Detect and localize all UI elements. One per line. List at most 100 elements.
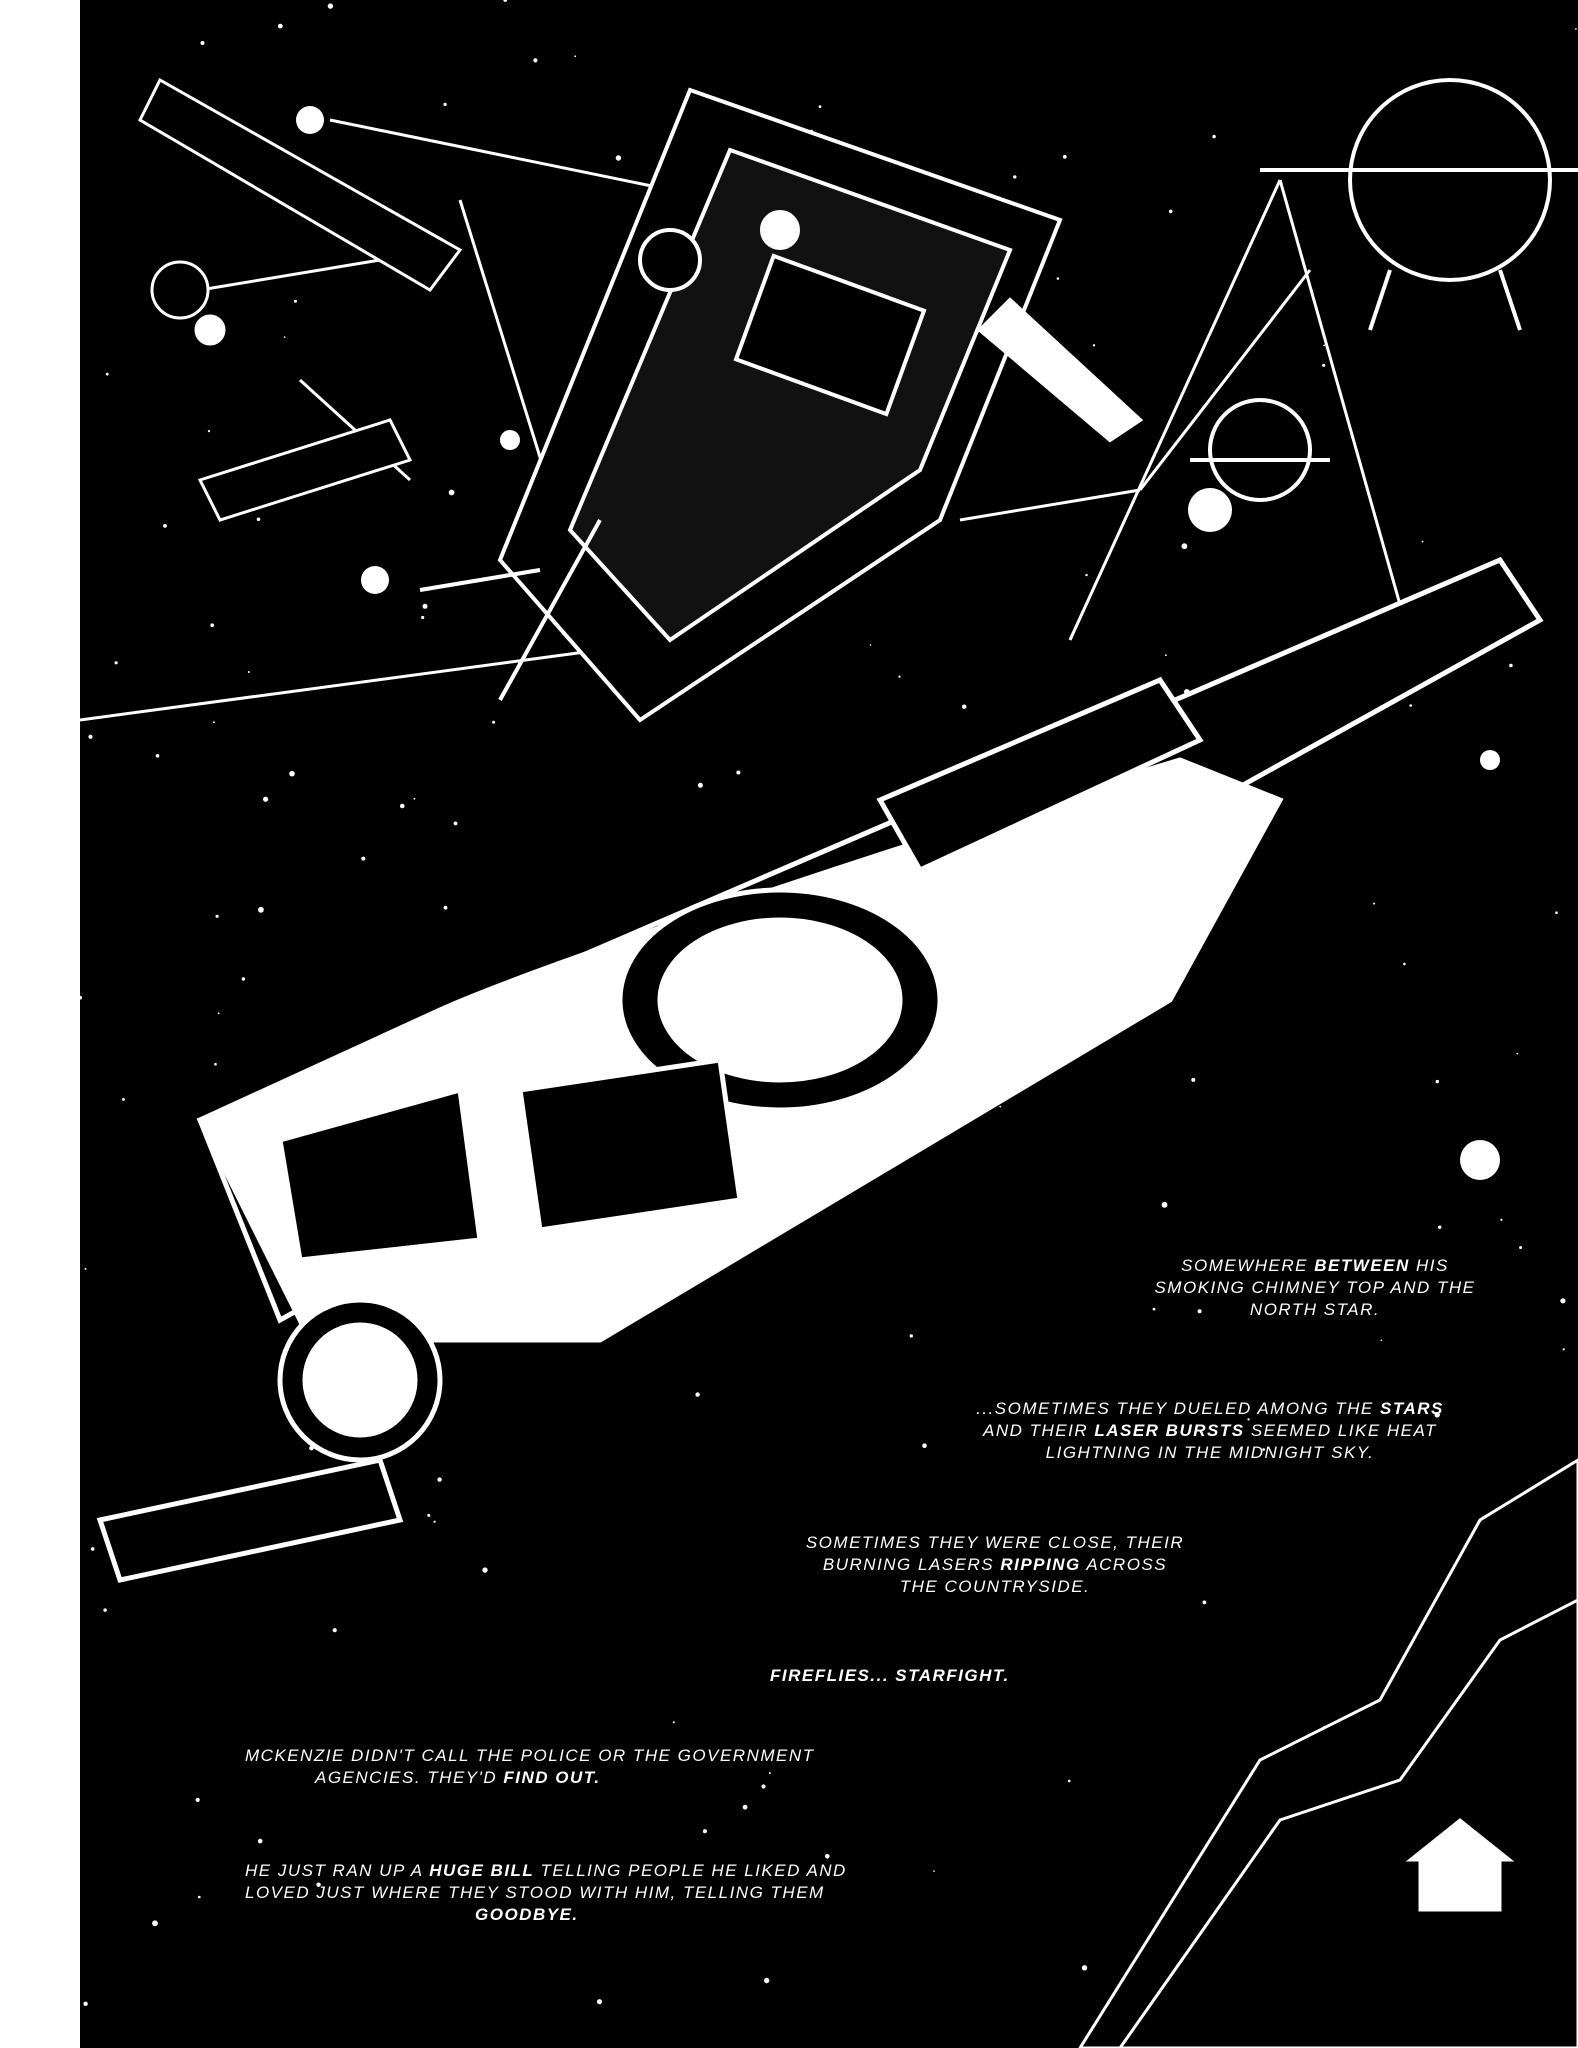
star-dot (1409, 704, 1412, 707)
caption-huge-bill: HE JUST RAN UP A HUGE BILL TELLING PEOPL… (245, 1860, 1005, 1926)
caption-line: SOMEWHERE BETWEEN HIS (1181, 1256, 1449, 1275)
round-pod-top-right (1260, 78, 1578, 331)
star-dot (1212, 134, 1216, 139)
caption-line: HE JUST RAN UP A HUGE BILL TELLING PEOPL… (245, 1861, 847, 1880)
star-dot (818, 105, 822, 108)
star-dot (103, 1608, 107, 1612)
star-dot (1519, 1246, 1523, 1250)
star-dot (1373, 902, 1376, 905)
star-dot (702, 1829, 708, 1834)
star-dot (492, 720, 496, 724)
star-dot (933, 1870, 935, 1872)
star-dot (1323, 344, 1326, 347)
star-dot (1081, 1965, 1088, 1971)
star-dot (84, 1267, 87, 1270)
star-dot (289, 770, 295, 777)
star-dot (1575, 28, 1577, 30)
star-dot (448, 489, 455, 496)
small-ships-left (138, 77, 463, 522)
star-dot (437, 1477, 442, 1482)
caption-line: THE COUNTRYSIDE. (899, 1577, 1091, 1596)
main-cruiser (96, 556, 1544, 1583)
star-dot (533, 58, 538, 63)
star-dot (695, 1392, 700, 1397)
star-dot (421, 615, 425, 620)
star-dot (1062, 154, 1067, 159)
star-dot (422, 603, 428, 609)
star-dot (503, 0, 507, 2)
star-dot (482, 1567, 488, 1573)
star-dot (433, 1520, 436, 1523)
explosion-bursts (296, 106, 1500, 1180)
caption-line: McKENZIE DIDN'T CALL THE POLICE OR THE G… (245, 1746, 815, 1765)
star-dot (768, 1772, 771, 1774)
star-dot (247, 671, 250, 673)
star-dot (1202, 1600, 1207, 1605)
star-dot (200, 41, 205, 45)
star-dot (1013, 175, 1017, 179)
star-dot (764, 1977, 770, 1984)
caption-fireflies: FIREFLIES... STARFIGHT. (770, 1666, 1010, 1685)
star-dot (215, 914, 219, 918)
caption-line: AGENCIES. THEY'D FIND OUT. (315, 1768, 601, 1787)
star-dot (443, 905, 448, 910)
star-dot (962, 704, 967, 709)
star-dot (1555, 911, 1558, 914)
star-dot (257, 1838, 263, 1844)
star-dot (163, 524, 167, 528)
star-dot (596, 1999, 603, 2005)
star-dot (316, 1882, 321, 1887)
star-dot (105, 372, 109, 376)
star-dot (1435, 1079, 1440, 1084)
caption-dueled-among-stars: ...SOMETIMES THEY DUELED AMONG THE STARS… (930, 1398, 1490, 1464)
star-dot (1092, 344, 1096, 347)
star-dot (283, 336, 286, 338)
caption-line: NORTH STAR. (1249, 1300, 1381, 1319)
caption-line: ...SOMETIMES THEY DUELED AMONG THE STARS (976, 1399, 1444, 1418)
star-dot (80, 995, 82, 1000)
star-dot (241, 977, 246, 981)
star-dot (574, 55, 577, 58)
small-pod (1190, 398, 1330, 502)
star-dot (1165, 654, 1167, 657)
star-dot (443, 102, 447, 106)
caption-mckenzie: McKENZIE DIDN'T CALL THE POLICE OR THE G… (245, 1745, 965, 1789)
star-dot (258, 906, 264, 913)
star-dot (453, 821, 458, 826)
comic-panel: SOMEWHERE BETWEEN HIS SMOKING CHIMNEY TO… (80, 0, 1578, 2048)
star-dot (90, 1547, 95, 1551)
star-dot (825, 1854, 830, 1859)
star-dot (400, 803, 405, 809)
star-dot (1161, 1201, 1168, 1208)
star-dot (761, 1784, 766, 1789)
star-dot (1056, 277, 1060, 280)
star-dot (122, 1098, 125, 1101)
star-dot (263, 796, 269, 802)
star-dot (277, 23, 283, 29)
star-dot (1403, 962, 1406, 966)
star-dot (742, 1804, 748, 1810)
star-dot (615, 155, 622, 161)
caption-line: AND THEIR LASER BURSTS SEEMED LIKE HEAT (982, 1421, 1437, 1440)
star-dot (1560, 1298, 1566, 1304)
starfight-illustration (80, 0, 1578, 2048)
star-dot (152, 1920, 158, 1927)
star-dot (413, 797, 416, 800)
caption-line: LIGHTNING IN THE MIDNIGHT SKY. (1045, 1443, 1375, 1462)
star-dot (1262, 1448, 1266, 1451)
star-dot (909, 1334, 913, 1338)
star-dot (114, 661, 118, 665)
star-dot (361, 856, 366, 861)
star-dot (1421, 540, 1424, 543)
star-dot (1247, 1418, 1250, 1421)
star-dot (1197, 1309, 1202, 1314)
star-dot (1181, 543, 1188, 550)
upper-mothership (419, 87, 1144, 723)
star-dot (1152, 1307, 1156, 1311)
star-dot (1322, 363, 1326, 367)
star-dot (697, 782, 703, 788)
caption-line: BURNING LASERS RIPPING ACROSS (822, 1555, 1168, 1574)
star-dot (207, 430, 211, 433)
star-dot (1067, 1779, 1071, 1783)
star-dot (294, 299, 297, 303)
